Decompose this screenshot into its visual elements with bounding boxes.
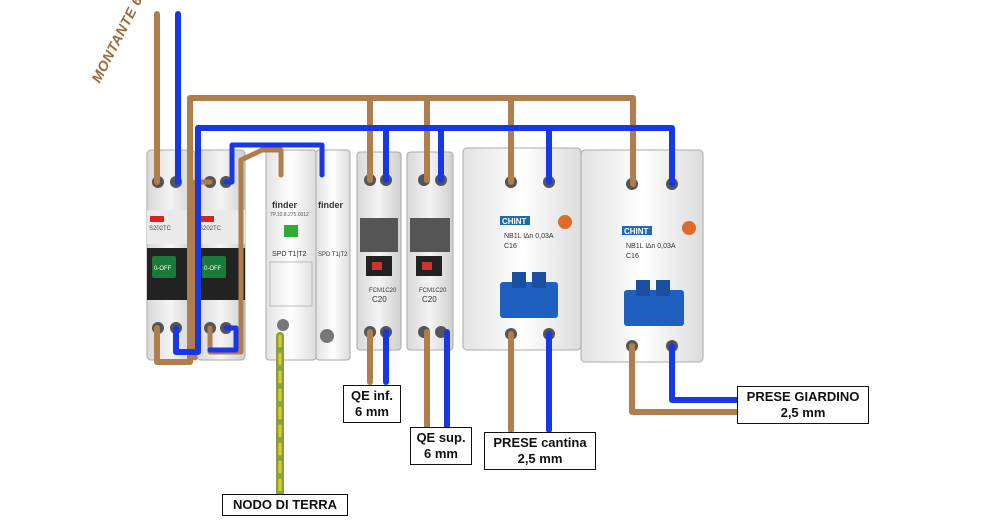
label-prese-giardino-line1: PRESE GIARDINO [746,389,860,404]
label-qe-sup: QE sup. 6 mm [410,427,472,465]
finder-spd-2: finder SPD T1|T2 [315,149,351,361]
label-prese-cantina-line2: 2,5 mm [517,451,563,466]
svg-text:S202TC: S202TC [199,226,222,232]
label-prese-cantina: PRESE cantina 2,5 mm [484,432,596,470]
label-qe-sup-line2: 6 mm [424,446,458,461]
chint-rcbo-1: CHINT NB1L I∆n 0,03A C16 [462,147,582,351]
svg-text:NB1L I∆n 0,03A: NB1L I∆n 0,03A [626,243,676,250]
giardino-neutral-wire [669,343,741,403]
bticino-breaker-1: FCM1C20 C20 [356,151,402,351]
svg-text:C20: C20 [422,295,437,304]
label-qe-sup-line1: QE sup. [416,430,466,445]
svg-text:0-OFF: 0-OFF [204,266,222,272]
svg-text:finder: finder [272,200,297,210]
label-prese-giardino: PRESE GIARDINO 2,5 mm [737,386,869,424]
svg-text:FCM1C20: FCM1C20 [419,288,447,294]
svg-text:7P.10.8.275.0012: 7P.10.8.275.0012 [270,212,309,218]
svg-text:CHINT: CHINT [624,227,649,236]
label-qe-inf: QE inf. 6 mm [343,385,401,423]
svg-text:SPD T1|T2: SPD T1|T2 [272,251,306,258]
label-nodo-terra: NODO DI TERRA [222,494,348,516]
giardino-phase-wire [629,343,741,415]
label-qe-inf-line2: 6 mm [355,404,389,419]
chint-rcbo-2: CHINT NB1L I∆n 0,03A C16 [580,149,704,363]
label-nodo-terra-line1: NODO DI TERRA [233,497,337,512]
phase-bus-wire [187,95,636,358]
label-prese-giardino-line2: 2,5 mm [780,405,826,420]
label-qe-inf-line1: QE inf. [351,388,393,403]
bticino-breaker-2: FCM1C20 C20 [406,151,454,351]
svg-text:CHINT: CHINT [502,217,527,226]
svg-text:C16: C16 [504,243,517,250]
neutral-bus-wire [195,125,675,353]
svg-text:finder: finder [318,200,343,210]
svg-text:NB1L I∆n 0,03A: NB1L I∆n 0,03A [504,233,554,240]
finder-spd-1: finder 7P.10.8.275.0012 SPD T1|T2 [265,149,317,361]
svg-text:C16: C16 [626,253,639,260]
svg-text:C20: C20 [372,295,387,304]
svg-text:FCM1C20: FCM1C20 [369,288,397,294]
abb-breaker-2: S202TC 0-OFF [196,149,246,361]
label-prese-cantina-line1: PRESE cantina [493,435,587,450]
svg-text:0-OFF: 0-OFF [154,266,172,272]
svg-text:SPD T1|T2: SPD T1|T2 [318,252,348,258]
svg-text:S202TC: S202TC [149,226,172,232]
